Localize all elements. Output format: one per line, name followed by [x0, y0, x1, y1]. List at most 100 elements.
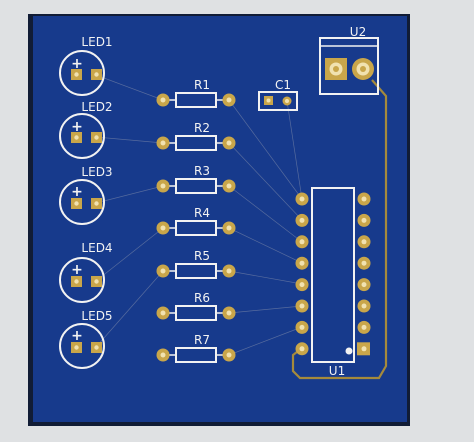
resistor-pad-hole	[160, 352, 166, 358]
led-4[interactable]: LED4 +	[59, 241, 113, 303]
led-pad-hole	[74, 201, 79, 206]
led-outline	[59, 257, 105, 303]
resistor-pad-hole	[226, 310, 232, 316]
ratsnest-lines	[95, 74, 303, 356]
led-pad-hole	[74, 135, 79, 140]
led-plus-sign: +	[71, 328, 83, 344]
resistor-body	[175, 178, 217, 194]
led-pad-hole	[94, 345, 99, 350]
ic-pad-hole	[299, 217, 305, 223]
resistor-pad-hole	[160, 183, 166, 189]
ic-outline	[311, 187, 355, 363]
ic-pad-hole	[299, 196, 305, 202]
resistor-pad-hole	[226, 225, 232, 231]
resistor-label: R4	[194, 206, 210, 220]
connector-pad-hole-inner	[360, 66, 366, 72]
ratsnest-line	[228, 305, 303, 314]
resistor-r4[interactable]: R4	[156, 206, 236, 236]
capacitor-pad-hole	[266, 98, 271, 103]
resistor-pad-hole	[226, 140, 232, 146]
ic-pad-hole	[361, 303, 367, 309]
ic-pad-hole	[361, 324, 367, 330]
led-pad-hole	[94, 72, 99, 77]
ratsnest-line	[228, 326, 303, 356]
led-plus-sign: +	[71, 184, 83, 200]
ic-pad-hole	[299, 324, 305, 330]
capacitor-pad-hole	[285, 99, 289, 103]
ratsnest-line	[228, 227, 303, 264]
ic-pad-hole	[361, 346, 367, 352]
led-plus-sign: +	[71, 119, 83, 135]
resistor-body	[175, 220, 217, 236]
resistor-body	[175, 305, 217, 321]
led-pad-hole	[94, 201, 99, 206]
led-pad-hole	[74, 345, 79, 350]
resistor-pad-hole	[160, 97, 166, 103]
led-label: LED4	[81, 241, 112, 255]
led-label: LED1	[81, 35, 112, 49]
led-outline	[59, 50, 105, 96]
led-plus-sign: +	[71, 56, 83, 72]
ic-u1[interactable]: U1	[295, 187, 371, 378]
capacitor-label: C1	[275, 78, 291, 92]
resistor-r7[interactable]: R7	[156, 333, 236, 363]
resistor-r3[interactable]: R3	[156, 164, 236, 194]
ratsnest-line	[228, 142, 303, 221]
resistor-r1[interactable]: R1	[156, 78, 236, 108]
ic-pins	[295, 192, 371, 356]
ic-pad-hole	[361, 282, 367, 288]
ic-label: U1	[329, 364, 345, 378]
ratsnest-line	[95, 227, 164, 282]
resistor-pad-hole	[160, 140, 166, 146]
led-1[interactable]: LED1 +	[59, 35, 113, 96]
resistor-pad-hole	[160, 225, 166, 231]
resistor-pad-hole	[226, 183, 232, 189]
resistor-body	[175, 92, 217, 108]
led-pad-hole	[94, 135, 99, 140]
ratsnest-line	[95, 74, 164, 101]
ratsnest-line	[95, 270, 164, 348]
ic-pad-hole	[299, 260, 305, 266]
ratsnest-line	[228, 99, 303, 200]
capacitor-outline	[258, 91, 298, 111]
led-pad-hole	[94, 279, 99, 284]
resistor-pad-hole	[226, 352, 232, 358]
led-label: LED5	[81, 309, 112, 323]
ic-pad-hole	[299, 239, 305, 245]
resistor-body	[175, 135, 217, 151]
resistor-r6[interactable]: R6	[156, 291, 236, 321]
connector-label: U2	[350, 25, 366, 39]
led-label: LED3	[81, 165, 112, 179]
resistor-pad-hole	[160, 310, 166, 316]
led-outline	[59, 179, 105, 225]
connector-u2[interactable]: U2	[319, 25, 379, 95]
capacitor-c1[interactable]: C1	[258, 78, 298, 111]
resistor-label: R7	[194, 333, 210, 347]
led-2[interactable]: LED2 +	[59, 100, 113, 159]
resistor-r2[interactable]: R2	[156, 121, 236, 151]
led-plus-sign: +	[71, 262, 83, 278]
led-3[interactable]: LED3 +	[59, 165, 113, 225]
ic-pad-hole	[361, 239, 367, 245]
ic-pad-hole	[361, 217, 367, 223]
resistor-label: R1	[194, 78, 210, 92]
led-outline	[59, 323, 105, 369]
ic-pad-hole	[299, 282, 305, 288]
resistor-r5[interactable]: R5	[156, 249, 236, 279]
resistor-label: R5	[194, 249, 210, 263]
ratsnest-line	[95, 185, 164, 204]
ic-pad-hole	[299, 303, 305, 309]
resistor-label: R2	[194, 121, 210, 135]
resistor-label: R6	[194, 291, 210, 305]
led-label: LED2	[81, 100, 112, 114]
resistor-label: R3	[194, 164, 210, 178]
connector-pad-hole-inner	[333, 66, 339, 72]
copper-traces	[291, 79, 388, 380]
ratsnest-line	[228, 270, 303, 285]
led-5[interactable]: LED5 +	[59, 309, 113, 369]
led-outline	[59, 113, 105, 159]
ic-pad-hole	[361, 260, 367, 266]
ratsnest-line	[286, 100, 303, 200]
